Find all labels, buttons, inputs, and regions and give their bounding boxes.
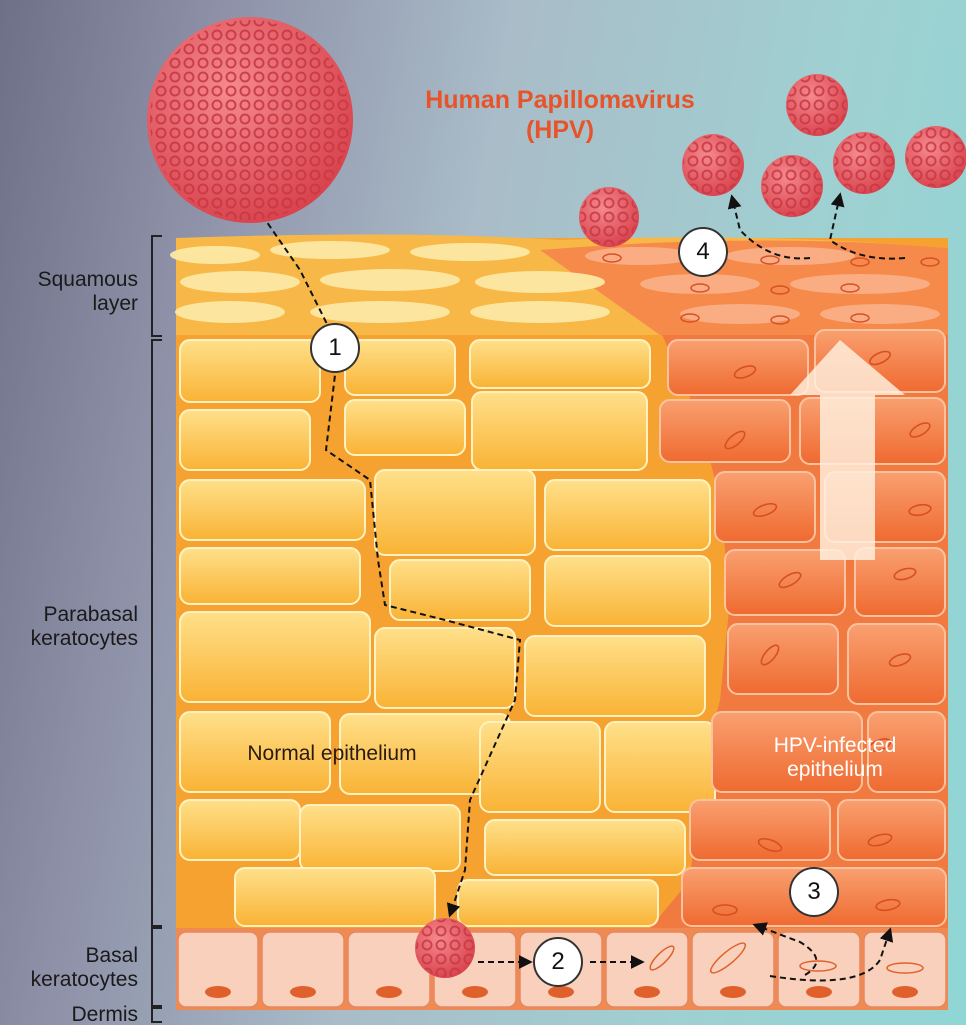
label-normal-epithelium: Normal epithelium <box>222 742 442 766</box>
layer-brackets <box>152 236 162 1022</box>
step-4-marker: 4 <box>678 227 728 277</box>
infected-line2: epithelium <box>735 758 935 782</box>
step-2-marker: 2 <box>533 937 583 987</box>
label-infected-epithelium: HPV-infected epithelium <box>735 734 935 782</box>
small-virus <box>905 126 966 188</box>
title-line1: Human Papillomavirus <box>380 85 740 115</box>
small-virus <box>786 74 848 136</box>
squamous-line1: Squamous <box>0 268 138 292</box>
step-3-marker: 3 <box>789 867 839 917</box>
label-dermis: Dermis <box>0 1003 138 1025</box>
basal-virus <box>415 918 475 978</box>
small-virus <box>833 132 895 194</box>
large-virus <box>147 17 353 223</box>
basal-line2: keratocytes <box>0 968 138 992</box>
squamous-line2: layer <box>0 292 138 316</box>
small-virus <box>761 155 823 217</box>
label-parabasal-keratocytes: Parabasal keratocytes <box>0 603 138 651</box>
infected-line1: HPV-infected <box>735 734 935 758</box>
label-basal-keratocytes: Basal keratocytes <box>0 944 138 992</box>
parabasal-line2: keratocytes <box>0 627 138 651</box>
basal-line1: Basal <box>0 944 138 968</box>
diagram-title: Human Papillomavirus (HPV) <box>380 85 740 145</box>
basal-nuclei <box>205 986 918 998</box>
step-1-marker: 1 <box>310 323 360 373</box>
title-line2: (HPV) <box>380 115 740 145</box>
parabasal-line1: Parabasal <box>0 603 138 627</box>
small-virus <box>579 187 639 247</box>
label-squamous-layer: Squamous layer <box>0 268 138 316</box>
